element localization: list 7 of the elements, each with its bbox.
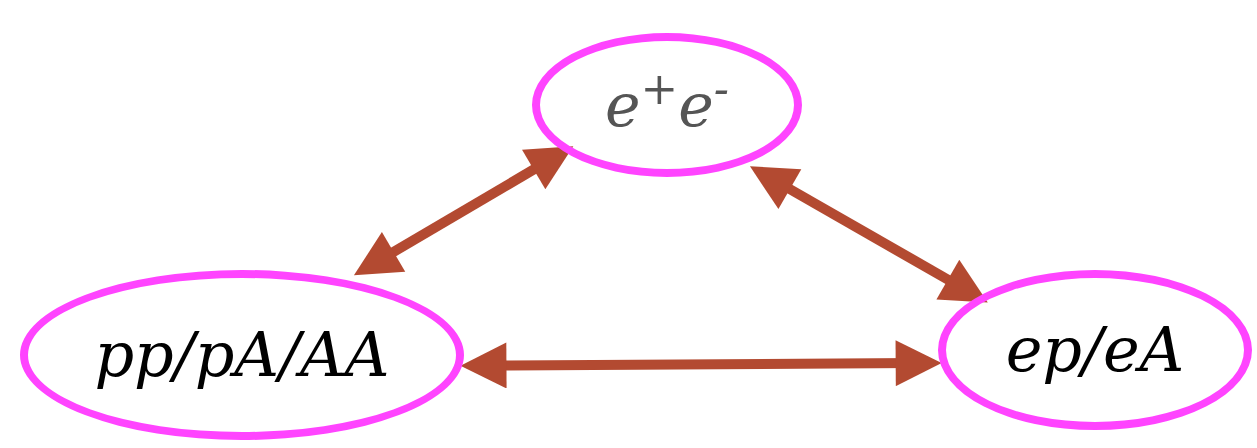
node-label: e$^{+}$e$^{-}$ xyxy=(605,75,729,135)
ellipse-node xyxy=(20,270,464,440)
double-arrow xyxy=(353,146,574,276)
double-arrow xyxy=(749,166,988,303)
ellipse-node xyxy=(938,270,1252,430)
ellipse-node xyxy=(532,33,802,177)
double-arrow xyxy=(460,340,942,389)
